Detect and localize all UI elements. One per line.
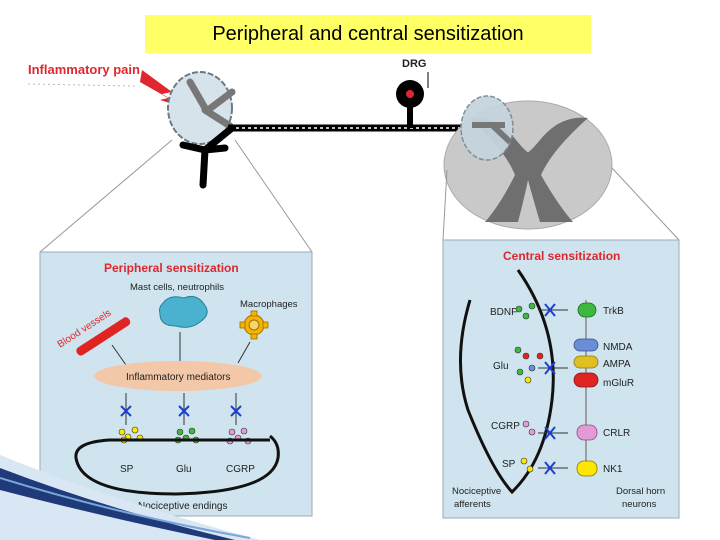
afferent-curve <box>458 269 555 495</box>
slide-title: Peripheral and central sensitization <box>145 15 591 53</box>
guide-line-left-2 <box>234 139 313 253</box>
drg-nucleus <box>406 90 414 98</box>
receptor-label-trkb: TrkB <box>603 306 624 317</box>
receptor-label-crlr: CRLR <box>603 428 630 439</box>
dorsal-horn-label-2: neurons <box>622 499 657 510</box>
peripheral-nerve-endings <box>186 78 236 130</box>
macrophage-icon <box>239 310 269 340</box>
central-label-sp: SP <box>502 459 516 470</box>
lightning-bolt-icon <box>140 70 186 108</box>
guide-line-left-1 <box>39 139 173 253</box>
mast-cells-label: Mast cells, neutrophils <box>130 282 224 293</box>
central-label-cgrp: CGRP <box>491 421 520 432</box>
spinal-cord <box>443 95 613 230</box>
nociceptive-afferents-label-1: Nociceptive <box>452 486 501 497</box>
receptor-label-nmda: NMDA <box>603 342 633 353</box>
nk1-receptor <box>576 460 598 477</box>
ampa-receptor <box>573 355 599 369</box>
central-arrows <box>538 309 568 469</box>
dorsal-horn-label-1: Dorsal horn <box>616 486 665 497</box>
crlr-receptor <box>576 424 598 441</box>
mglur-receptor <box>573 372 599 388</box>
central-sp-dots <box>520 457 534 473</box>
bdnf-dots <box>515 302 536 320</box>
ending-label-sp: SP <box>120 464 134 475</box>
receptor-label-mglur: mGluR <box>603 378 634 389</box>
central-heading: Central sensitization <box>503 249 620 263</box>
ending-label-cgrp: CGRP <box>226 464 255 475</box>
guide-line-right-1 <box>442 169 448 241</box>
nociceptive-afferents-label-2: afferents <box>454 499 491 510</box>
inflow-arrows <box>111 332 251 366</box>
drg-label: DRG <box>402 58 426 70</box>
pain-underline <box>27 83 136 87</box>
nociceptive-ending-curve <box>74 434 280 496</box>
receptor-label-ampa: AMPA <box>603 359 631 370</box>
peripheral-heading: Peripheral sensitization <box>104 261 239 275</box>
slide-swoosh-decoration <box>0 455 260 540</box>
central-block-marks <box>544 303 556 475</box>
peripheral-tissue-cloud <box>167 71 233 145</box>
nmda-receptor <box>573 338 599 352</box>
nociceptive-endings-label: Nociceptive endings <box>138 501 228 512</box>
mediators-cloud <box>94 361 262 391</box>
central-label-glu: Glu <box>493 361 509 372</box>
central-panel <box>442 239 680 519</box>
receptor-label-nk1: NK1 <box>603 464 623 475</box>
ending-label-glu: Glu <box>176 464 192 475</box>
central-glu-dots <box>514 346 544 384</box>
mediators-label: Inflammatory mediators <box>126 372 230 383</box>
trkb-receptor <box>577 302 597 318</box>
peripheral-block-marks <box>120 393 242 425</box>
inflammatory-pain-label: Inflammatory pain <box>28 62 140 77</box>
guide-line-right-2 <box>611 167 680 241</box>
central-label-bdnf: BDNF <box>490 307 517 318</box>
blood-vessel-icon <box>76 317 131 356</box>
macrophages-label: Macrophages <box>240 299 298 310</box>
central-cgrp-dots <box>522 420 536 436</box>
nerve-fork <box>179 124 236 189</box>
mast-cell-icon <box>158 296 208 328</box>
